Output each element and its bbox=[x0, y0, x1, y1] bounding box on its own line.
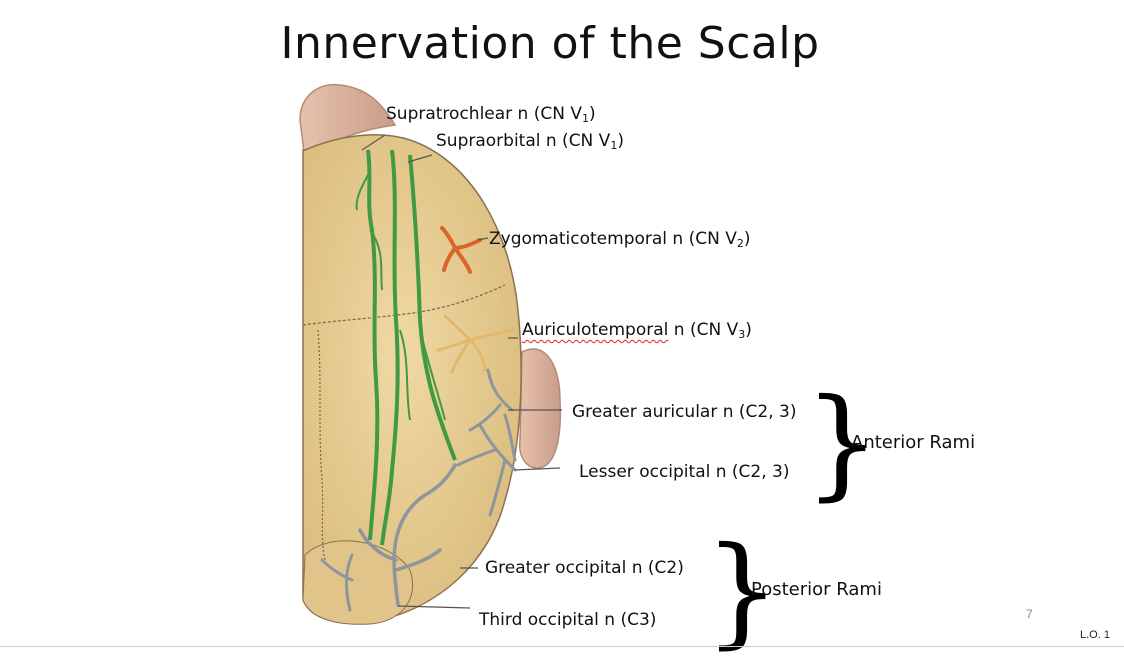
lesser-occipital-nerve bbox=[456, 423, 517, 517]
leader-lines bbox=[361, 134, 562, 609]
brace-anterior: } bbox=[804, 374, 881, 513]
label-zygomaticotemporal: Zygomaticotemporal n (CN V2) bbox=[489, 229, 751, 250]
bottom-divider bbox=[0, 646, 1124, 647]
group-posterior-rami: Posterior Rami bbox=[751, 579, 882, 600]
third-occipital-nerve bbox=[320, 553, 354, 612]
greater-auricular-nerve bbox=[468, 368, 517, 462]
occipital-shape bbox=[302, 540, 414, 625]
greater-occipital-nerve bbox=[358, 463, 457, 607]
label-third-occipital: Third occipital n (C3) bbox=[479, 610, 657, 630]
label-greater-auricular: Greater auricular n (C2, 3) bbox=[572, 402, 797, 422]
label-greater-occipital: Greater occipital n (C2) bbox=[485, 558, 684, 578]
slide-number: 7 bbox=[1026, 607, 1033, 621]
supraorbital-nerve bbox=[380, 149, 400, 546]
label-supratrochlear: Supratrochlear n (CN V1) bbox=[386, 104, 596, 125]
ear-shape bbox=[518, 348, 562, 469]
learning-objective: L.O. 1 bbox=[1080, 629, 1110, 641]
zygomaticotemporal-nerve bbox=[440, 226, 482, 274]
brace-posterior: } bbox=[704, 522, 781, 661]
auriculotemporal-nerve bbox=[436, 314, 517, 374]
label-auriculotemporal: Auriculotemporal n (CN V3) bbox=[522, 320, 752, 341]
group-anterior-rami: Anterior Rami bbox=[851, 432, 976, 453]
label-supraorbital: Supraorbital n (CN V1) bbox=[436, 131, 624, 152]
supratrochlear-nerve bbox=[366, 149, 380, 541]
slide-title: Innervation of the Scalp bbox=[280, 18, 820, 69]
label-lesser-occipital: Lesser occipital n (C2, 3) bbox=[579, 462, 790, 482]
